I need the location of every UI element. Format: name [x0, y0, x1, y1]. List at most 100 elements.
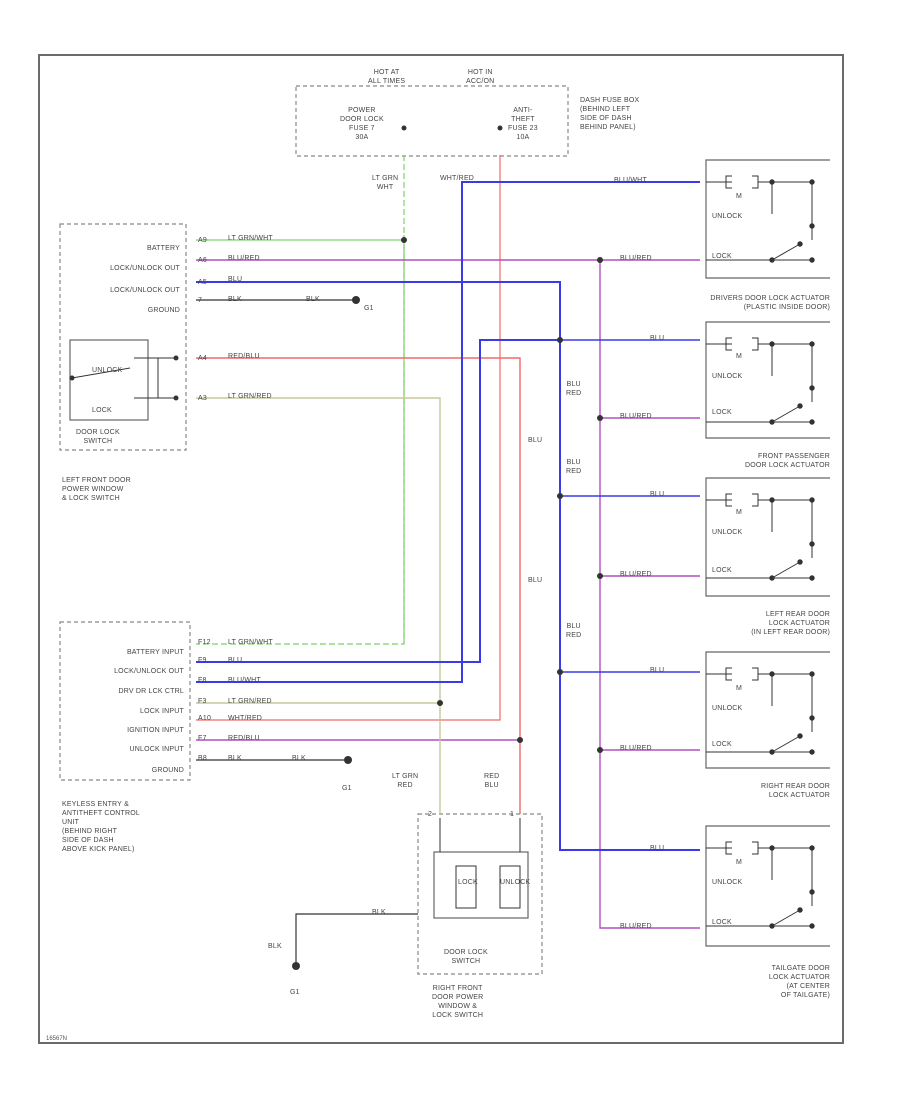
act2-m: M [736, 353, 743, 360]
actuator-1-bracket-l [725, 175, 732, 189]
wire-label-blu-wht-a1: BLU/WHT [614, 177, 647, 184]
control-unit-outline [59, 621, 191, 781]
lt-grn-wht-vertical-label: LT GRN WHT [372, 175, 399, 191]
right-switch-pin-2: 2 [428, 811, 433, 818]
right-switch-unlock: UNLOCK [500, 879, 531, 886]
cu-pin-lock-input: LOCK INPUT [139, 708, 184, 715]
wire-wht-red [196, 155, 501, 721]
left-switch-pin-ground: GROUND [147, 307, 180, 314]
right-switch-pin-1: 1 [510, 811, 515, 818]
actuator-4-node-5 [797, 733, 803, 739]
ground-label-g1-right: G1 [290, 989, 300, 996]
wire-label-blk-1: BLK [228, 296, 242, 303]
act4-m: M [736, 685, 743, 692]
hot-in-acc-on-label: HOT IN ACC/ON [466, 69, 495, 85]
actuator-5-node-0 [769, 845, 775, 851]
left-switch-lock-label: LOCK [92, 407, 112, 414]
actuator-3-node-4 [809, 575, 815, 581]
cu-pin-lock-unlock-out: LOCK/UNLOCK OUT [114, 668, 184, 675]
actuator-3-node-1 [809, 497, 815, 503]
left-switch-caption: LEFT FRONT DOOR POWER WINDOW & LOCK SWIT… [62, 477, 131, 502]
cu-pin-num-f3: F3 [198, 698, 207, 705]
actuator-2-node-3 [769, 419, 775, 425]
actuator-box-3 [705, 477, 830, 597]
wire-label-red-blu-v: RED BLU [484, 773, 500, 789]
cu-pin-num-b8: B8 [198, 755, 207, 762]
wire-label-blu-red-v3: BLU RED [566, 623, 582, 639]
actuator-4-node-2 [809, 715, 815, 721]
actuator-5-node-1 [809, 845, 815, 851]
fuse-box-location-label: DASH FUSE BOX (BEHIND LEFT SIDE OF DASH … [580, 97, 640, 131]
wire-blu-cu [196, 339, 560, 663]
actuator-4-bracket-r [752, 667, 759, 681]
actuator-2-node-0 [769, 341, 775, 347]
wire-label-blu-red-a3: BLU/RED [620, 571, 652, 578]
actuator-1-node-2 [809, 223, 815, 229]
actuator-3-node-2 [809, 541, 815, 547]
wire-label-blu-a4: BLU [650, 667, 665, 674]
wire-label-lt-grn-red-1: LT GRN/RED [228, 393, 272, 400]
left-switch-inner [69, 339, 149, 421]
wire-label-lt-grn-wht-1: LT GRN/WHT [228, 235, 273, 242]
wire-label-blu-a3: BLU [650, 491, 665, 498]
wire-label-blu-red-v2: BLU RED [566, 459, 582, 475]
actuator-2-node-4 [809, 419, 815, 425]
ground-label-g1-cu: G1 [342, 785, 352, 792]
wire-label-blu-a5: BLU [650, 845, 665, 852]
wire-blu-wht [196, 181, 700, 683]
wire-label-cu-lt-grn-wht: LT GRN/WHT [228, 639, 273, 646]
wire-label-cu-blk-2: BLK [292, 755, 306, 762]
actuator-5-node-4 [809, 923, 815, 929]
actuator-3-contact [771, 561, 801, 579]
right-switch-outline [417, 813, 543, 975]
wire-label-blu-1: BLU [228, 276, 243, 283]
actuator-3-bracket-r [752, 493, 759, 507]
actuator-2-contact [771, 405, 801, 423]
actuator-1-node-4 [809, 257, 815, 263]
wire-label-blu-red-a1: BLU/RED [620, 255, 652, 262]
actuator-1-bracket-r [752, 175, 759, 189]
actuator-box-4 [705, 651, 830, 769]
left-pin-num-a3: A3 [198, 395, 207, 402]
cu-pin-ignition-input: IGNITION INPUT [127, 727, 184, 734]
actuator-2-node-2 [809, 385, 815, 391]
anti-theft-fuse-label: ANTI- THEFT FUSE 23 10A [508, 107, 538, 141]
actuator-box-1 [705, 159, 830, 279]
act5-lock: LOCK [712, 919, 732, 926]
wire-label-cu-blk-1: BLK [228, 755, 242, 762]
act1-unlock: UNLOCK [712, 213, 743, 220]
ground-g1-right [292, 962, 300, 970]
left-pin-num-a6: A6 [198, 257, 207, 264]
act3-caption: LEFT REAR DOOR LOCK ACTUATOR (IN LEFT RE… [751, 611, 830, 636]
cu-pin-num-f12: F12 [198, 639, 211, 646]
actuator-5-bracket-r [752, 841, 759, 855]
left-switch-pin-battery: BATTERY [146, 245, 180, 252]
wire-label-blu-red-v1: BLU RED [566, 381, 582, 397]
actuator-5-contact [771, 909, 801, 927]
left-pin-num-a9: A9 [198, 237, 207, 244]
right-switch-lock: LOCK [458, 879, 478, 886]
act5-unlock: UNLOCK [712, 879, 743, 886]
fuse-box-outline [295, 85, 569, 157]
actuator-2-node-5 [797, 403, 803, 409]
power-door-lock-fuse-label: POWER DOOR LOCK FUSE 7 30A [340, 107, 384, 141]
actuator-1-node-0 [769, 179, 775, 185]
wire-label-blu-a2: BLU [650, 335, 665, 342]
wire-blk-right [295, 913, 418, 962]
wire-label-blu-v1: BLU [528, 437, 543, 444]
control-unit-caption: KEYLESS ENTRY & ANTITHEFT CONTROL UNIT (… [62, 801, 140, 853]
cu-pin-ground: GROUND [151, 767, 184, 774]
actuator-4-node-1 [809, 671, 815, 677]
act5-caption: TAILGATE DOOR LOCK ACTUATOR (AT CENTER O… [768, 965, 830, 999]
wire-label-cu-blu: BLU [228, 657, 243, 664]
actuator-2-bracket-l [725, 337, 732, 351]
actuator-3-node-5 [797, 559, 803, 565]
act4-caption: RIGHT REAR DOOR LOCK ACTUATOR [761, 783, 830, 799]
right-switch-inner [433, 851, 529, 919]
act2-lock: LOCK [712, 409, 732, 416]
act1-caption: DRIVERS DOOR LOCK ACTUATOR (PLASTIC INSI… [710, 295, 830, 311]
actuator-5-node-5 [797, 907, 803, 913]
wire-label-blu-red-a2: BLU/RED [620, 413, 652, 420]
cu-pin-num-f9: F9 [198, 657, 207, 664]
